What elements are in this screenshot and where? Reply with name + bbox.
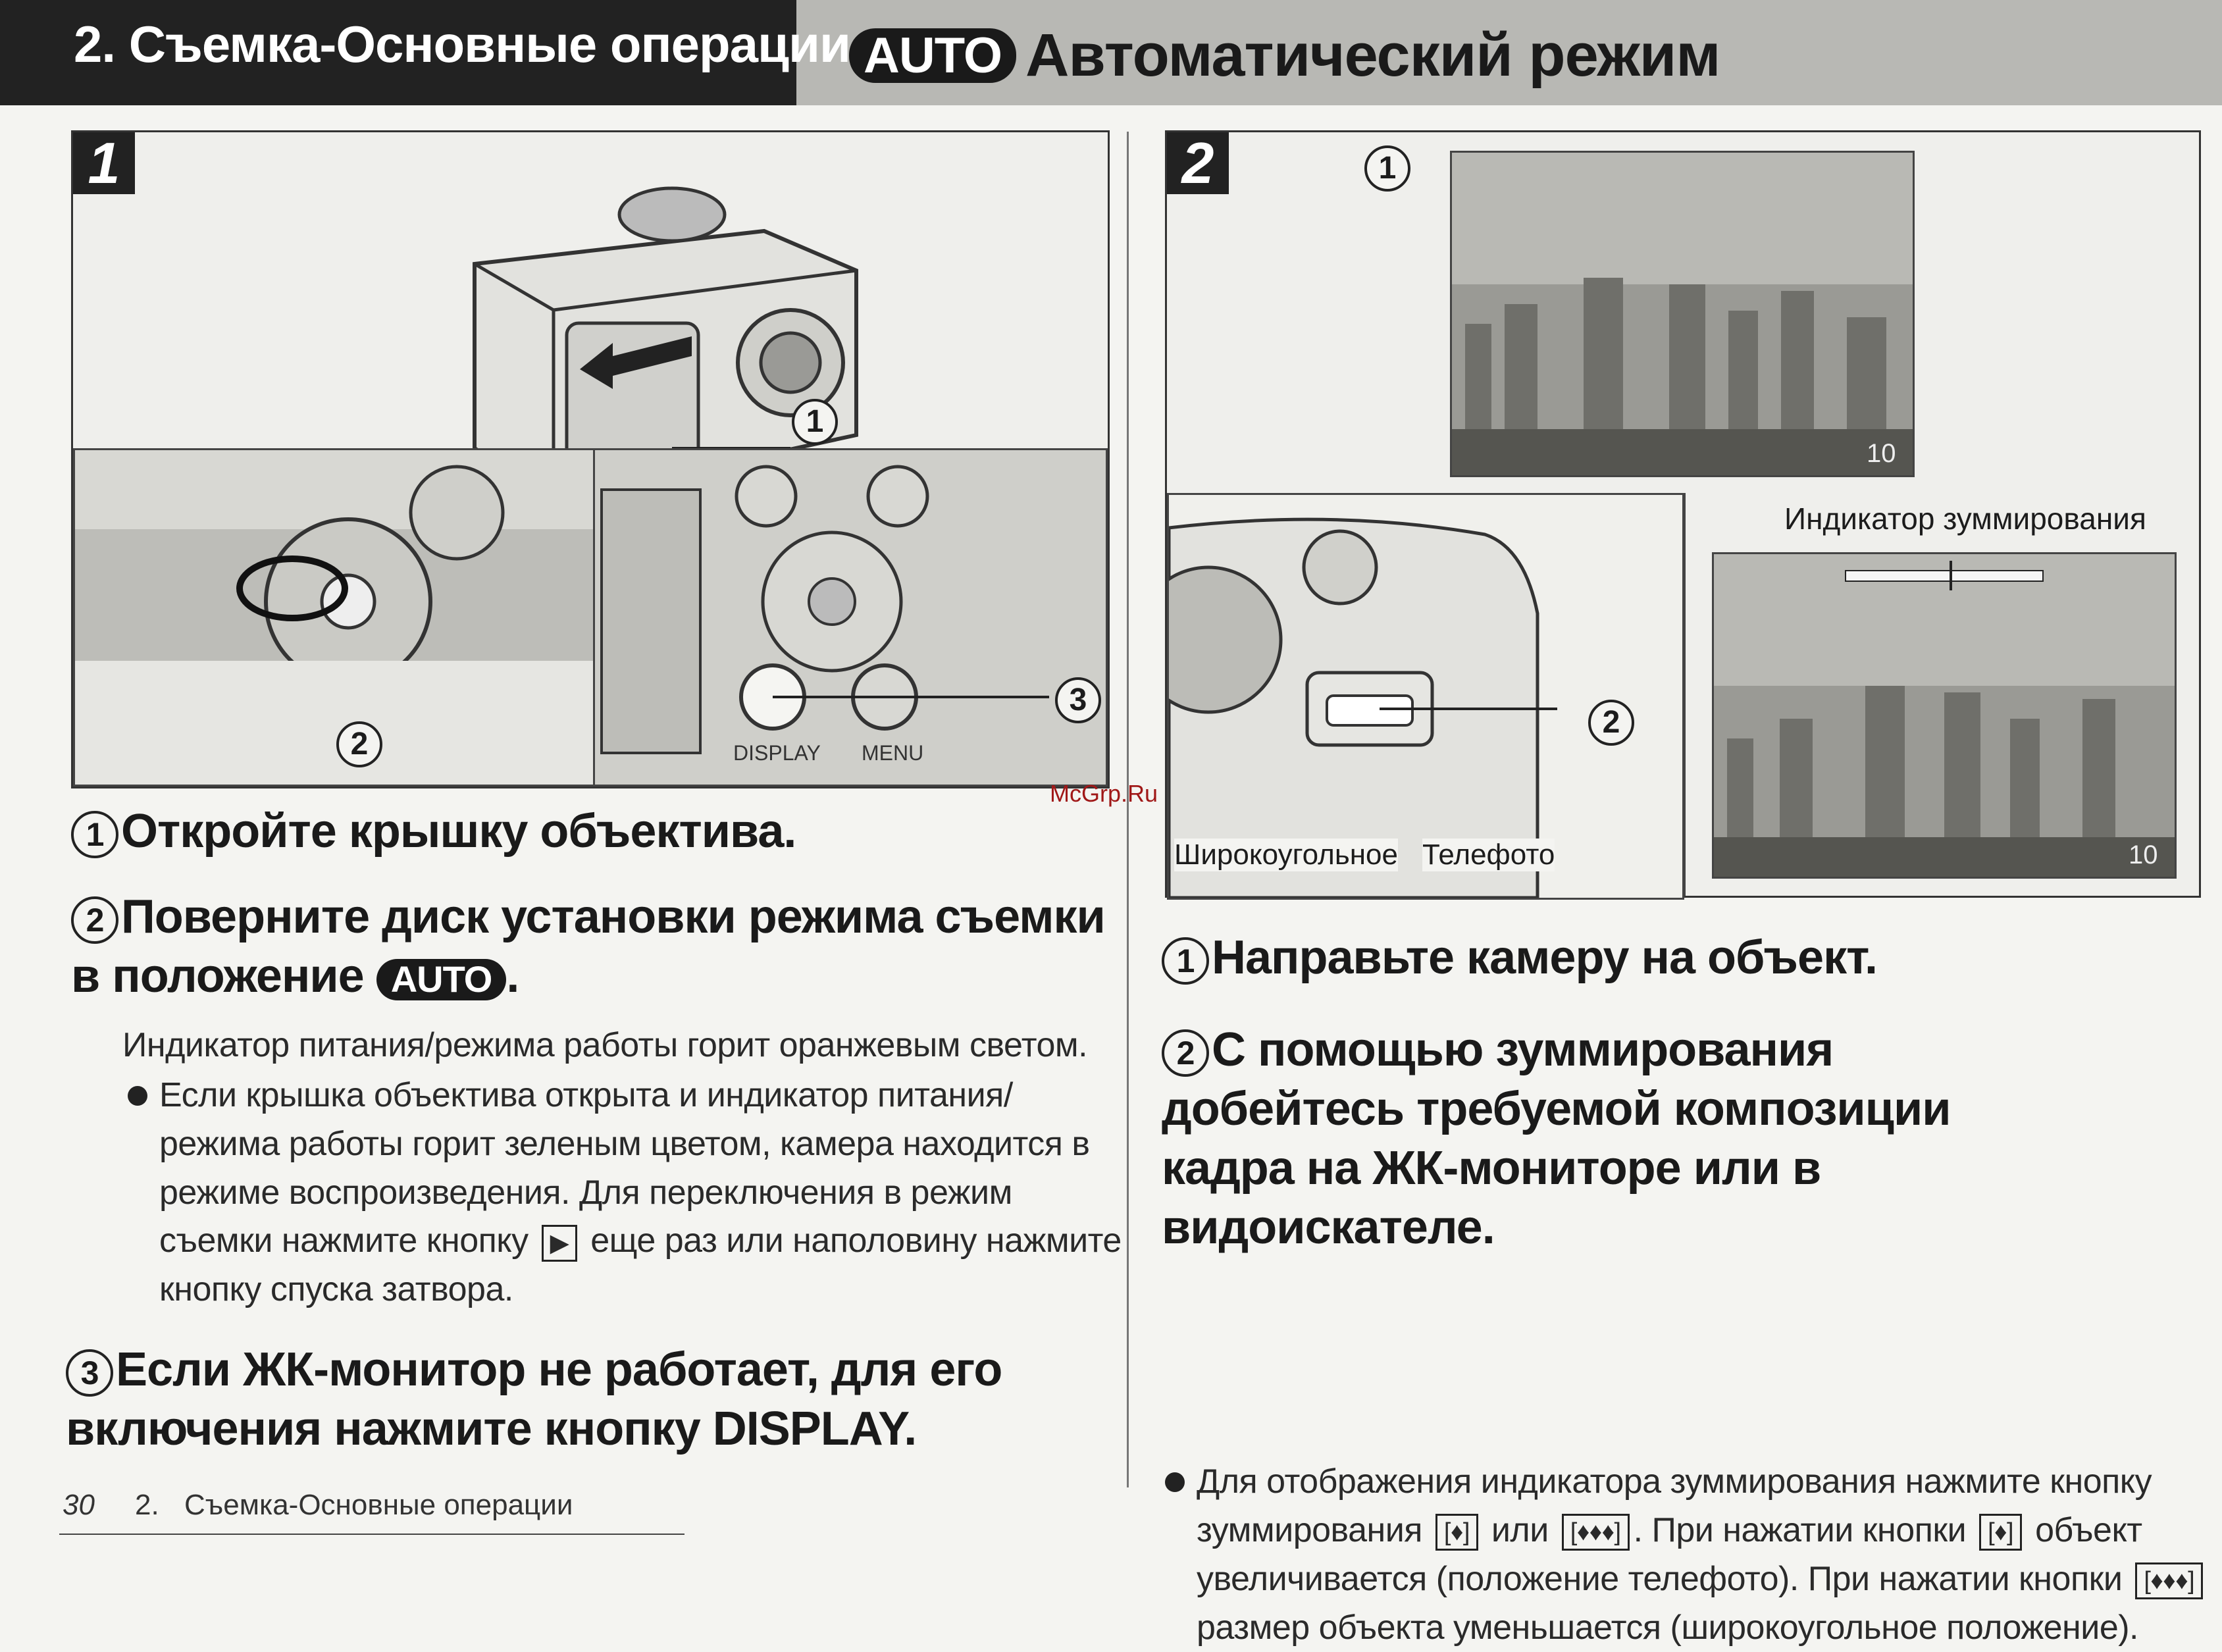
note-text: размер объекта уменьшается (широкоугольн… (1197, 1608, 2139, 1647)
step-number: 2 (1162, 1029, 1209, 1077)
step-text: Откройте крышку объектива. (121, 805, 796, 858)
column-divider (1127, 132, 1129, 1487)
step-text-end: . (506, 950, 519, 1002)
header-bar (796, 0, 2222, 105)
zoom-tele-button-icon: [♦] (1979, 1514, 2023, 1551)
note-text: Если крышка объектива открыта и индикато… (159, 1076, 1090, 1260)
step-text: Направьте камеру на объект. (1212, 931, 1878, 984)
auto-mode-icon: AUTO (849, 28, 1016, 84)
zoom-tele-button-icon: [♦] (1435, 1514, 1478, 1551)
step-number: 1 (1162, 937, 1209, 985)
header-section-tab (0, 0, 796, 105)
footer-section-title: Съемка-Основные операции (184, 1489, 573, 1521)
illustration-panel-2: 2 1 10 Широкоугольное Телефото 2 (1165, 130, 2201, 900)
panel-number: 2 (1167, 132, 1229, 194)
callout-3: 3 (1055, 677, 1101, 723)
step-number: 2 (71, 896, 118, 944)
lcd-zoom-view: 10 (1712, 552, 2177, 879)
page-title: AUTO Автоматический режим (849, 21, 1720, 90)
zoom-wide-button-icon: [♦♦♦] (1561, 1514, 1630, 1551)
auto-mode-icon: AUTO (376, 959, 507, 1000)
step-text: С помощью зуммирования добейтесь требуем… (1162, 1023, 1951, 1254)
zoom-indicator-label: Индикатор зуммирования (1784, 502, 2146, 536)
playback-mode-note: Если крышка объектива открыта и индикато… (122, 1071, 1127, 1314)
menu-button-label: MENU (862, 741, 924, 765)
note-text: Для отображения индикатора зуммирования … (1197, 1462, 2152, 1549)
mode-dial-photo (73, 448, 597, 787)
footer-rule (59, 1534, 685, 1535)
step-number: 3 (66, 1349, 113, 1397)
callout-2: 2 (336, 721, 382, 767)
page-number: 30 (63, 1489, 95, 1521)
callout-2: 2 (1588, 700, 1634, 746)
footer-section-number: 2. (135, 1489, 159, 1521)
note-text: еще раз или наполовину нажмите кнопку сп… (159, 1222, 1122, 1309)
step-text: Поверните диск установки режима съемки в… (71, 891, 1106, 1002)
callout-1: 1 (1364, 145, 1410, 192)
step-number: 1 (71, 810, 118, 858)
display-button-photo: DISPLAY MENU (593, 448, 1108, 787)
zoom-wide-button-icon: [♦♦♦] (2135, 1562, 2204, 1600)
step-text: Если ЖК-монитор не работает, для его вкл… (66, 1343, 1002, 1455)
note-text: . При нажатии кнопки (1633, 1510, 1967, 1549)
section-title: 2. Съемка-Основные операции (74, 15, 851, 73)
indicator-note: Индикатор питания/режима работы горит ор… (122, 1026, 1088, 1064)
display-button-label: DISPLAY (733, 741, 821, 765)
page-title-text: Автоматический режим (1025, 22, 1720, 89)
watermark: McGrp.Ru (1050, 780, 1158, 807)
wide-angle-label: Широкоугольное (1174, 839, 1398, 871)
callout-1: 1 (792, 399, 838, 445)
panel-number: 1 (73, 132, 135, 194)
frame-count: 10 (2129, 840, 2158, 869)
illustration-panel-1: 1 1 2 (71, 130, 1110, 788)
playback-button-icon: ▶ (541, 1224, 578, 1262)
camera-front-illustration (473, 186, 858, 503)
frame-count: 10 (1867, 439, 1896, 468)
zoom-lever-illustration: Широкоугольное Телефото (1167, 493, 1684, 900)
zoom-indicator-area: Индикатор зуммирования 10 (1684, 493, 2199, 896)
note-text: или (1491, 1510, 1549, 1549)
zoom-note: Для отображения индикатора зуммирования … (1160, 1458, 2210, 1652)
lcd-city-view: 10 (1450, 151, 1915, 477)
telephoto-label: Телефото (1422, 839, 1555, 871)
